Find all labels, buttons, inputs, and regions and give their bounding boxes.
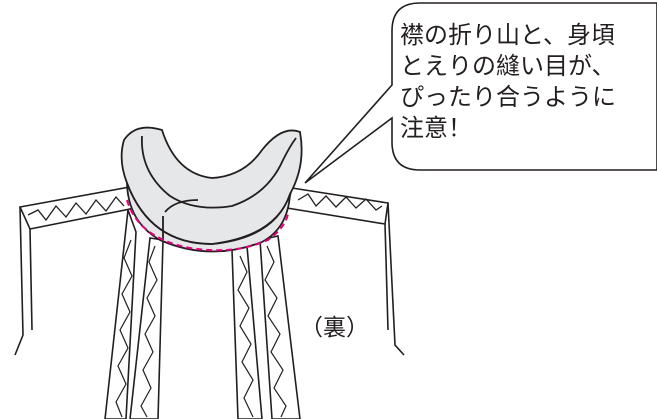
reverse-side-label: （裏） <box>300 315 369 341</box>
right-side-line <box>387 202 405 356</box>
collar <box>120 126 303 253</box>
callout-text: 襟の折り山と、身頃 とえりの縫い目が、 ぴったり合うように 注意！ <box>400 20 657 144</box>
collar-roll-line <box>141 135 297 209</box>
callout-line-3: ぴったり合うように <box>400 83 616 111</box>
collar-seam-dashed <box>126 199 289 252</box>
zigzag-left-shoulder <box>27 195 125 222</box>
left-facing-outer <box>104 209 137 419</box>
collar-lapel <box>162 199 199 240</box>
callout-bubble <box>304 2 657 184</box>
left-side-line <box>14 206 24 356</box>
shoulder-zigzag <box>27 193 383 222</box>
right-inner-line <box>384 223 389 331</box>
collar-main <box>120 126 303 245</box>
front-facings <box>104 209 301 419</box>
zigzag-right-shoulder <box>297 193 383 211</box>
left-inner-line <box>29 228 33 331</box>
callout-line-4: 注意！ <box>400 114 472 142</box>
callout-line-2: とえりの縫い目が、 <box>400 52 616 80</box>
left-shoulder-band <box>18 186 136 230</box>
facing-zigzag <box>115 239 287 418</box>
callout-line-1: 襟の折り山と、身頃 <box>400 21 616 49</box>
right-facing-outer <box>259 235 301 419</box>
